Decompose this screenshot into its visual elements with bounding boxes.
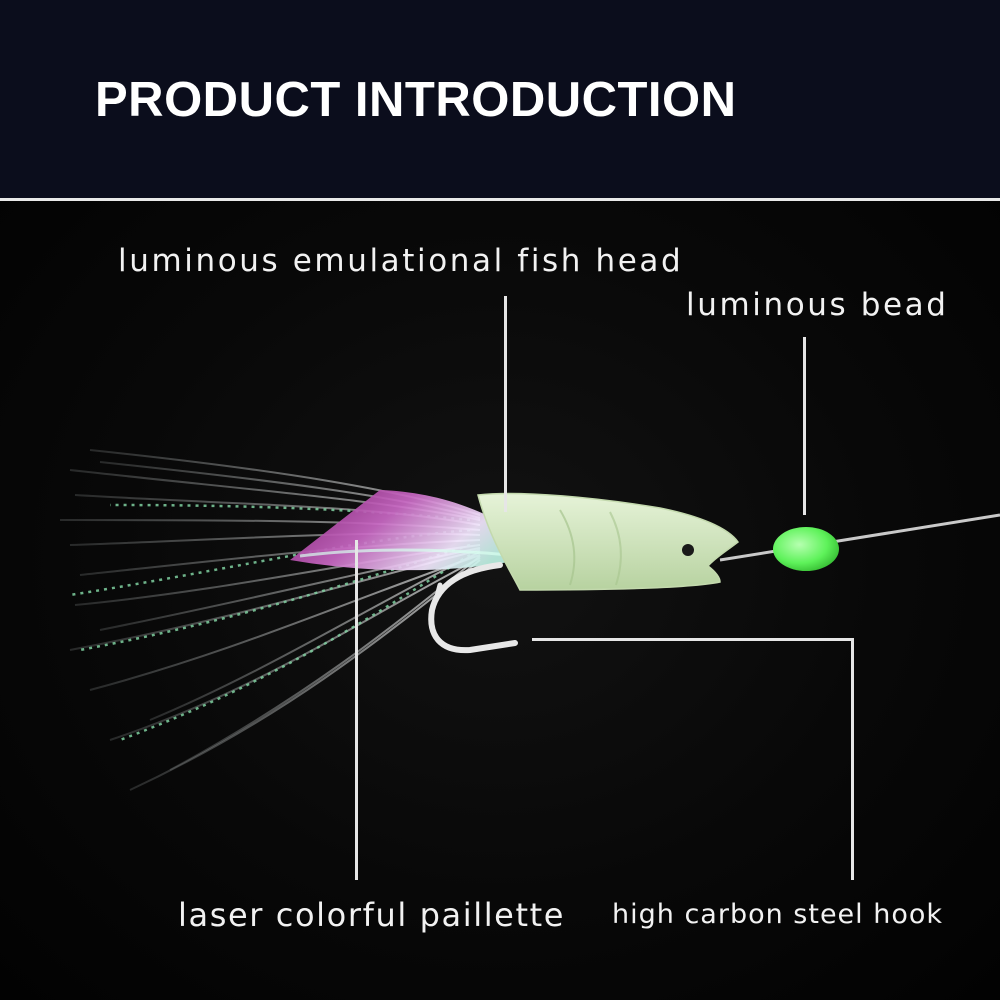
fishing-lure-illustration bbox=[59, 449, 1000, 791]
hook-label: high carbon steel hook bbox=[612, 899, 944, 930]
bead-leader bbox=[803, 337, 806, 515]
paillette-leader bbox=[355, 540, 358, 880]
fish-head bbox=[477, 492, 740, 591]
bead-label: luminous bead bbox=[686, 287, 949, 323]
fish-eye bbox=[682, 544, 694, 556]
header-banner: PRODUCT INTRODUCTION bbox=[0, 0, 1000, 198]
paillette-label: laser colorful paillette bbox=[178, 896, 566, 934]
hook bbox=[428, 562, 518, 654]
page-title: PRODUCT INTRODUCTION bbox=[95, 73, 737, 127]
fish-head-label: luminous emulational fish head bbox=[118, 243, 684, 279]
header-divider bbox=[0, 198, 1000, 201]
hook-leader-horizontal bbox=[532, 638, 854, 641]
product-photo bbox=[0, 201, 1000, 1000]
hook-leader-vertical bbox=[851, 638, 854, 880]
fish-head-leader bbox=[504, 296, 507, 512]
fishing-line bbox=[719, 513, 1000, 562]
luminous-bead bbox=[773, 527, 839, 571]
